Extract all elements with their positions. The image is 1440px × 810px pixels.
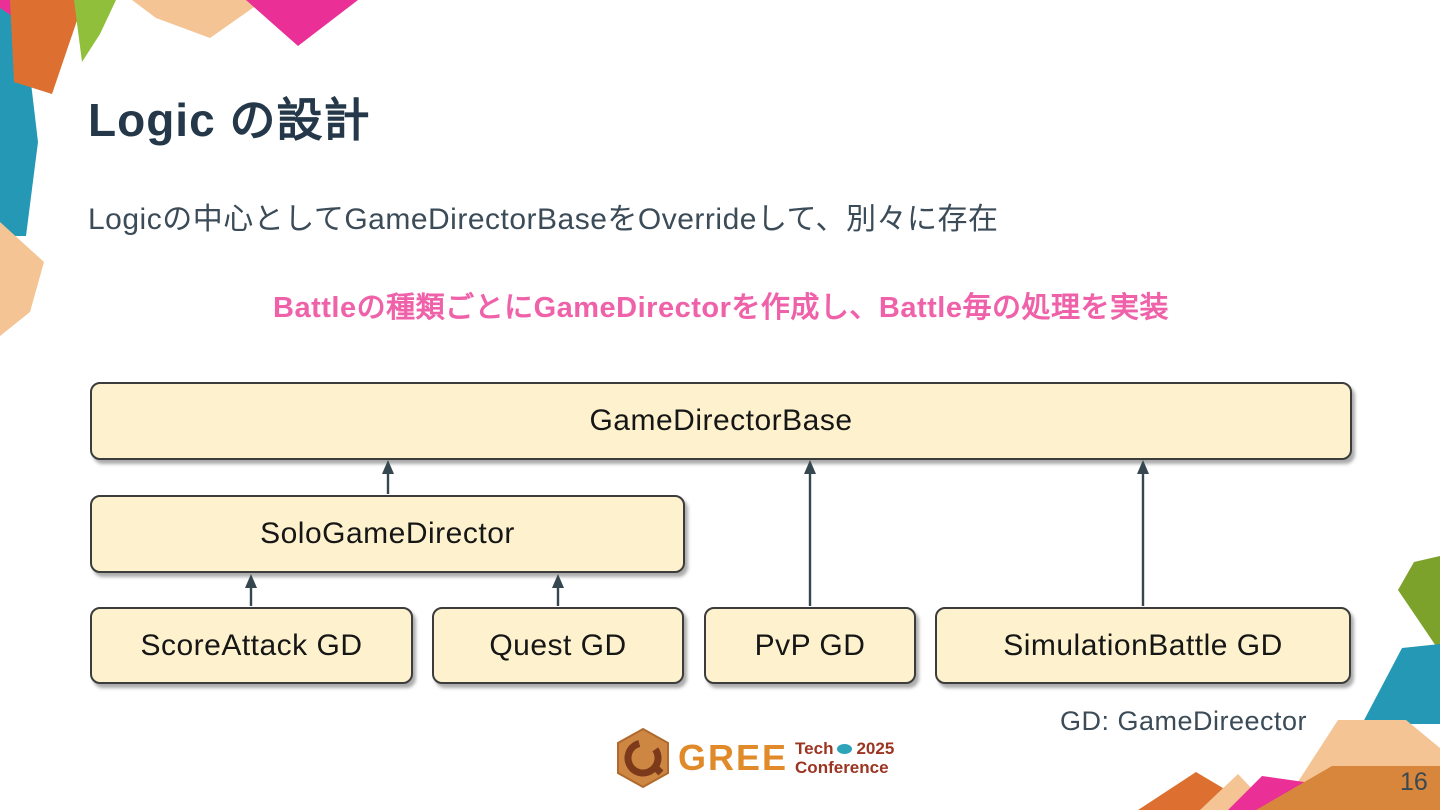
gd-abbreviation-note: GD: GameDireector xyxy=(1059,706,1307,736)
logo-year: 2025 xyxy=(856,738,895,758)
page-number: 16 xyxy=(1400,768,1428,796)
node-simulationbattle-gd: SimulationBattle GD xyxy=(935,607,1351,684)
node-sologamedirector: SoloGameDirector xyxy=(90,495,685,573)
teal-badge-icon xyxy=(837,743,853,754)
node-gamedirectorbase: GameDirectorBase xyxy=(90,382,1352,460)
corner-decoration-bottom-right xyxy=(1138,556,1440,810)
gree-hexagon-icon xyxy=(617,727,669,789)
emphasis-text: Battleの種類ごとにGameDirectorを作成し、Battle毎の処理を… xyxy=(273,292,1169,324)
slide-title: Logic の設計 xyxy=(88,94,371,146)
logo-tagline-top: Tech xyxy=(795,738,834,758)
gree-wordmark: GREE xyxy=(678,737,789,778)
node-quest-gd: Quest GD xyxy=(432,607,684,684)
node-pvp-gd: PvP GD xyxy=(704,607,916,684)
node-scoreattack-gd: ScoreAttack GD xyxy=(90,607,413,684)
gree-tech-conference-logo: GREE Tech 2025 Conference xyxy=(615,727,894,789)
logo-tagline-bottom: Conference xyxy=(795,757,889,777)
corner-decoration-top-left xyxy=(0,0,358,336)
body-text: Logicの中心としてGameDirectorBaseをOverrideして、別… xyxy=(88,203,999,236)
